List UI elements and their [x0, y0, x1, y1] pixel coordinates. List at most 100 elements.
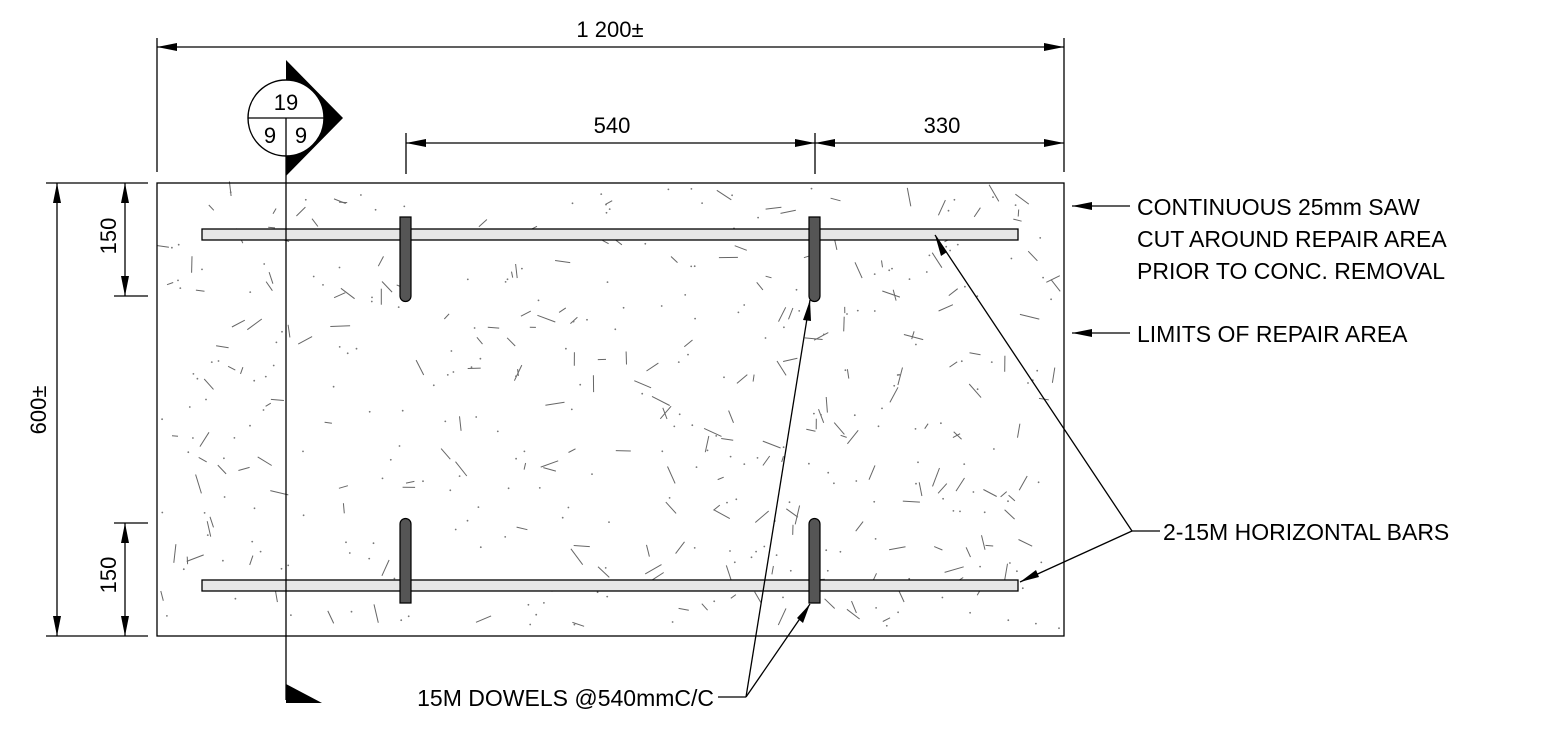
aggregate-stroke [985, 544, 994, 547]
aggregate-dot [788, 501, 791, 504]
aggregate-dot [1050, 298, 1052, 301]
aggregate-stroke [476, 336, 483, 345]
aggregate-dot [969, 611, 971, 614]
aggregate-stroke [872, 573, 877, 581]
aggregate-dot [644, 242, 647, 245]
aggregate-stroke [788, 307, 794, 320]
aggregate-stroke [272, 208, 277, 214]
aggregate-dot [846, 313, 848, 315]
aggregate-dot [537, 299, 540, 302]
aggregate-dot [928, 254, 931, 257]
aggregate-dot [693, 547, 696, 549]
dimension-overall-height-label: 600± [26, 386, 51, 435]
aggregate-stroke [667, 466, 676, 484]
aggregate-dot [914, 428, 917, 430]
aggregate-stroke [754, 591, 762, 604]
aggregate-dot [673, 425, 676, 428]
aggregate-stroke [781, 456, 784, 463]
aggregate-dot [826, 569, 829, 572]
aggregate-stroke [969, 352, 981, 356]
aggregate-stroke [540, 460, 559, 468]
aggregate-stroke [736, 374, 748, 384]
aggregate-dot [678, 413, 681, 416]
aggregate-stroke [342, 503, 345, 514]
aggregate-stroke [415, 359, 425, 376]
aggregate-stroke [333, 292, 346, 299]
aggregate-dot [206, 534, 209, 536]
dimension-top-offset: 150 [96, 183, 148, 297]
aggregate-stroke [516, 526, 528, 531]
aggregate-dot [449, 489, 452, 492]
aggregate-dot [281, 330, 283, 333]
aggregate-dot [572, 320, 575, 323]
aggregate-stroke [678, 607, 689, 611]
aggregate-dot [1014, 204, 1017, 207]
aggregate-stroke [765, 206, 782, 210]
aggregate-dot [733, 561, 736, 564]
aggregate-stroke [555, 260, 571, 264]
aggregate-dot [251, 540, 254, 543]
aggregate-dot [579, 383, 582, 386]
aggregate-dot [874, 538, 877, 540]
aggregate-stroke [1050, 279, 1061, 292]
aggregate-stroke [381, 559, 390, 577]
aggregate-dot [161, 511, 164, 514]
aggregate-dot [543, 602, 545, 604]
aggregate-stroke [209, 516, 214, 528]
section-detail-number: 19 [274, 90, 298, 115]
aggregate-stroke [1027, 250, 1038, 262]
aggregate-dot [280, 567, 283, 570]
aggregate-stroke [937, 199, 946, 216]
note-limits-text: LIMITS OF REPAIR AREA [1137, 321, 1408, 347]
aggregate-dot [915, 343, 917, 346]
aggregate-dot [855, 480, 858, 482]
aggregate-dot [667, 188, 670, 191]
aggregate-dot [775, 554, 778, 556]
aggregate-dot [1007, 619, 1010, 622]
aggregate-dot [976, 388, 979, 391]
aggregate-stroke [846, 608, 860, 620]
aggregate-dot [990, 361, 993, 363]
aggregate-dot [454, 528, 457, 531]
aggregate-stroke [338, 201, 348, 204]
aggregate-dot [737, 311, 740, 314]
aggregate-dot [591, 473, 593, 475]
aggregate-dot [606, 595, 609, 598]
aggregate-stroke [247, 318, 263, 331]
aggregate-dot [898, 373, 900, 376]
aggregate-dot [622, 306, 625, 309]
aggregate-stroke [240, 367, 244, 375]
aggregate-dot [606, 281, 609, 283]
aggregate-dot [1010, 257, 1013, 260]
aggregate-dot [853, 414, 856, 417]
aggregate-stroke [762, 440, 781, 449]
aggregate-dot [523, 450, 526, 453]
note-dowels: 15M DOWELS @540mmC/C [417, 299, 811, 711]
aggregate-dot [229, 191, 232, 194]
aggregate-dot [177, 279, 179, 282]
aggregate-dot [888, 269, 891, 272]
aggregate-dot [177, 243, 180, 246]
aggregate-stroke [716, 189, 732, 201]
aggregate-dot [756, 457, 759, 459]
aggregate-stroke [806, 428, 816, 432]
aggregate-dot [398, 445, 401, 447]
dimension-bottom-offset: 150 [96, 522, 148, 636]
aggregate-stroke [257, 456, 272, 466]
aggregate-dot [677, 361, 680, 363]
aggregate-dot [573, 623, 576, 626]
dimension-overall-height: 600± [26, 182, 148, 637]
aggregate-dot [171, 246, 173, 249]
aggregate-dot [641, 392, 644, 395]
aggregate-dot [976, 295, 979, 298]
aggregate-dot [432, 384, 435, 387]
aggregate-stroke [881, 260, 883, 268]
aggregate-stroke [171, 435, 179, 437]
aggregate-dot [470, 366, 473, 369]
aggregate-dot [795, 288, 798, 291]
aggregate-dot [735, 498, 738, 501]
aggregate-stroke [721, 438, 734, 441]
aggregate-stroke [338, 485, 349, 489]
aggregate-stroke [931, 252, 943, 268]
